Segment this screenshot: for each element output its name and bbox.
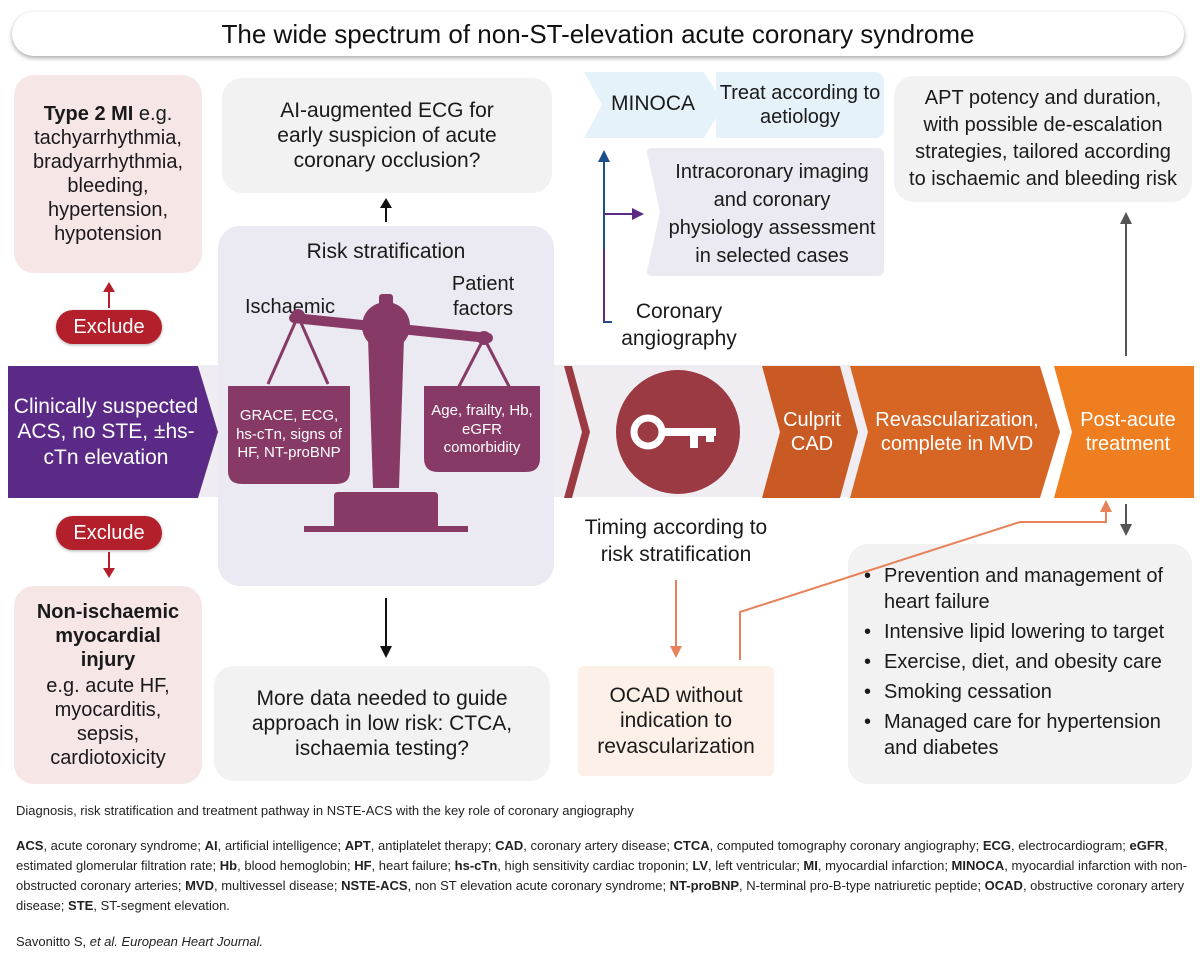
abbrev-term: HF — [354, 858, 372, 874]
list-item: Exercise, diet, and obesity care — [858, 649, 1182, 675]
balance-scale-icon — [228, 294, 540, 532]
minoca-chevron — [584, 72, 724, 138]
treat-aetiology-card: Treat according to aetiology — [716, 72, 884, 138]
abbrev-definition: , N-terminal pro-B-type natriuretic pept… — [739, 878, 985, 894]
abbrev-definition: , myocardial infarction; — [817, 858, 952, 874]
post-acute-list-card: Prevention and management of heart failu… — [848, 544, 1192, 784]
risk-stratification-title: Risk stratification — [306, 240, 466, 263]
abbrev-definition: , obstructive coronary artery disease; — [16, 878, 1185, 914]
abbrev-definition: , coronary artery disease; — [523, 838, 674, 853]
clinically-suspected-label: Clinically suspected ACS, no STE, ±hs-cT… — [13, 395, 199, 469]
page-title: The wide spectrum of non-ST-elevation ac… — [12, 12, 1184, 56]
coronary-angiography-label: Coronary angiography — [621, 300, 737, 351]
culprit-cad-label: Culprit CAD — [783, 409, 841, 455]
abbreviation-legend: ACS, acute coronary syndrome; AI, artifi… — [16, 836, 1188, 917]
list-item: Intensive lipid lowering to target — [858, 619, 1182, 645]
abbrev-term: CAD — [495, 838, 524, 853]
exclude-bottom-pill: Exclude — [56, 516, 162, 550]
post-acute-label: Post-acute treatment — [1080, 409, 1176, 455]
non-ischaemic-head: Non-ischaemic myocardial injury — [36, 601, 180, 671]
abbrev-term: hs-cTn — [454, 858, 498, 874]
figure-caption: Diagnosis, risk stratification and treat… — [16, 803, 634, 818]
ocad-card: OCAD without indication to revasculariza… — [578, 666, 774, 776]
abbrev-definition: , multivessel disease; — [213, 878, 342, 894]
abbrev-term: NSTE-ACS — [341, 878, 408, 894]
intracoronary-notch — [646, 148, 660, 276]
abbrev-term: MINOCA — [951, 858, 1005, 874]
key-icon — [616, 370, 740, 494]
abbrev-definition: , computed tomography coronary angiograp… — [709, 838, 983, 853]
abbrev-term: ECG — [982, 838, 1011, 853]
abbrev-term: CTCA — [673, 838, 710, 853]
citation-journal: et al. European Heart Journal. — [89, 934, 264, 949]
more-data-card: More data needed to guide approach in lo… — [214, 666, 550, 781]
post-acute-chevron — [1054, 366, 1194, 498]
minoca-label: MINOCA — [611, 92, 695, 115]
non-ischaemic-text: e.g. acute HF, myocarditis, sepsis, card… — [46, 675, 170, 769]
post-acute-list: Prevention and management of heart failu… — [858, 563, 1182, 765]
intracoronary-text: Intracoronary imaging and coronary physi… — [668, 161, 876, 267]
abbrev-definition: , antiplatelet therapy; — [370, 838, 496, 853]
abbrev-definition: , artificial intelligence; — [217, 838, 345, 853]
type2-mi-head: Type 2 MI — [43, 103, 134, 125]
intracoronary-card — [646, 148, 884, 276]
abbrev-definition: , estimated glomerular filtration rate; — [16, 838, 1168, 874]
patient-factors-label: Patient factors — [451, 273, 515, 320]
citation-authors: Savonitto S, — [16, 934, 90, 949]
abbrev-definition: , non ST elevation acute coronary syndro… — [407, 878, 670, 894]
abbrev-definition: , high sensitivity cardiac troponin; — [497, 858, 693, 874]
list-item: Smoking cessation — [858, 679, 1182, 705]
abbrev-definition: , heart failure; — [371, 858, 455, 874]
ischaemic-label: Ischaemic — [244, 296, 336, 318]
citation: Savonitto S, et al. European Heart Journ… — [16, 932, 1186, 952]
abbrev-definition: , myocardial infarction with non-obstruc… — [16, 858, 1188, 894]
abbrev-definition: , blood hemoglobin; — [237, 858, 355, 874]
abbrev-definition: , electrocardiogram; — [1011, 838, 1130, 853]
abbrev-term: AI — [204, 838, 218, 853]
exclude-top-pill: Exclude — [56, 310, 162, 344]
abbrev-term: OCAD — [984, 878, 1023, 894]
clinically-suspected-chevron — [8, 366, 218, 498]
abbrev-term: APT — [344, 838, 371, 853]
patient-factors-pan: Age, frailty, Hb, eGFR comorbidity — [431, 401, 533, 457]
non-ischaemic-card: Non-ischaemic myocardial injury e.g. acu… — [14, 586, 202, 784]
list-item: Managed care for hypertension and diabet… — [858, 709, 1182, 761]
arrows-layer — [103, 150, 1132, 660]
abbrev-term: NT-proBNP — [669, 878, 740, 894]
abbrev-term: Hb — [219, 858, 238, 874]
type2-mi-text: e.g. tachyarrhythmia, bradyarrhythmia, b… — [32, 103, 184, 245]
abbrev-definition: , acute coronary syndrome; — [43, 838, 205, 853]
list-item: Prevention and management of heart failu… — [858, 563, 1182, 615]
abbrev-definition: , ST-segment elevation. — [93, 898, 230, 914]
ischaemic-factors-pan: GRACE, ECG, hs-cTn, signs of HF, NT-proB… — [236, 406, 342, 462]
abbrev-definition: , left ventricular; — [708, 858, 804, 874]
abbrev-term: STE — [68, 898, 94, 914]
type2-mi-card: Type 2 MI e.g. tachyarrhythmia, bradyarr… — [14, 75, 202, 273]
abbrev-term: ACS — [16, 838, 44, 853]
thin-chevron — [564, 366, 590, 498]
revascularization-label: Revascularization, complete in MVD — [875, 409, 1039, 455]
ai-ecg-card: AI-augmented ECG for early suspicion of … — [222, 78, 552, 193]
abbrev-term: LV — [692, 858, 709, 874]
revascularization-chevron — [850, 366, 1060, 498]
abbrev-term: MI — [803, 858, 818, 874]
apt-card: APT potency and duration, with possible … — [894, 76, 1192, 202]
abbrev-term: MVD — [185, 878, 214, 894]
culprit-cad-chevron — [762, 366, 858, 498]
abbrev-term: eGFR — [1129, 838, 1165, 853]
treat-aetiology-label: Treat according to aetiology — [719, 82, 881, 128]
timing-label: Timing according to risk stratification — [584, 516, 768, 567]
